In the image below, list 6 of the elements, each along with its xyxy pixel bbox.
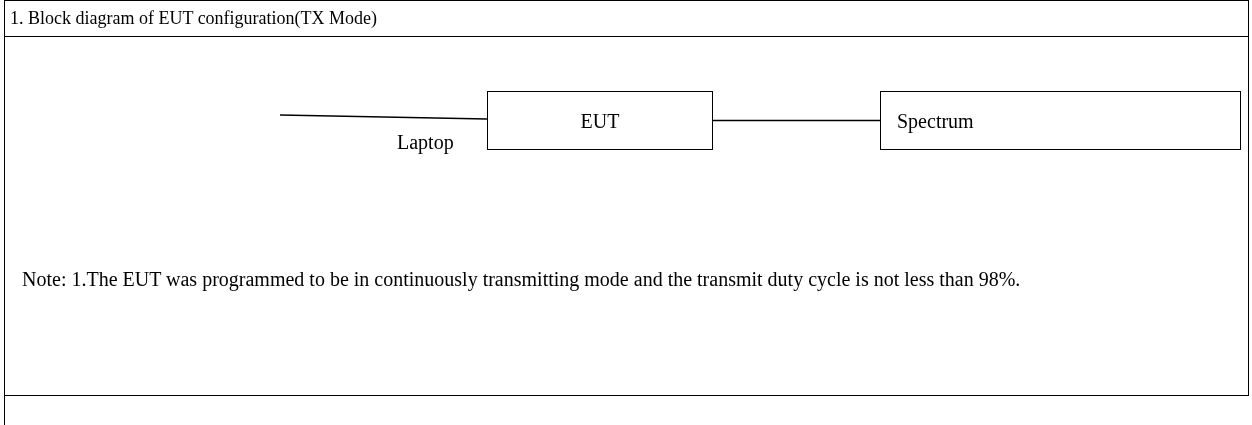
title: 1. Block diagram of EUT configuration(TX Mode) xyxy=(10,7,378,29)
note-text: Note: 1.The EUT was programmed to be in continuously transmitting mode and the transmit duty cycle is not less than 98%. xyxy=(22,267,1022,293)
device-box: Spectrum xyxy=(880,91,1241,150)
connector-line xyxy=(712,119,881,122)
device-box: EUT xyxy=(487,91,713,150)
connector-line xyxy=(279,114,488,120)
